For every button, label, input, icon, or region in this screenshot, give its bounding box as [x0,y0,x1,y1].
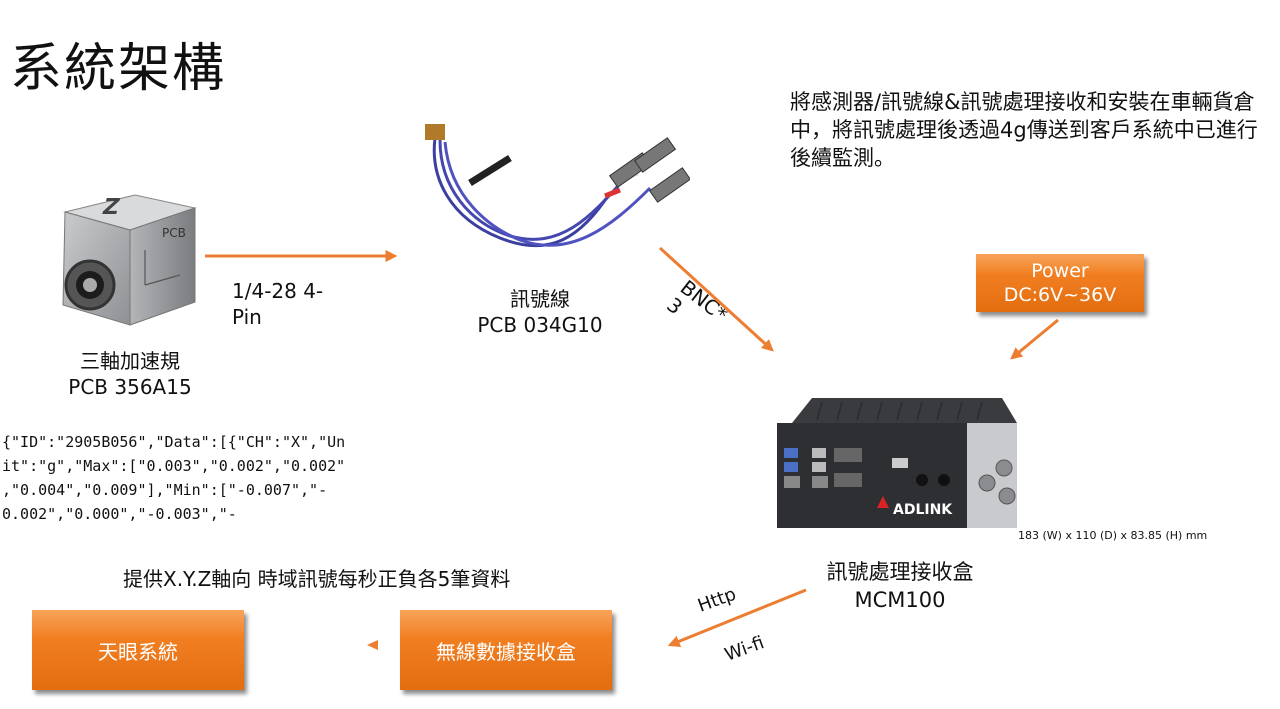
data-note: 提供X.Y.Z軸向 時域訊號每秒正負各5筆資料 [123,567,511,591]
arrow-receiver-to-system [367,640,378,650]
processor-dimensions: 183 (W) x 110 (D) x 83.85 (H) mm [1018,529,1208,542]
page-title: 系統架構 [10,39,227,99]
link-cable-box-label: BNC* 3 [662,275,733,327]
sensor-name: 三軸加速規 [80,349,180,373]
system-box: 天眼系統 [32,610,244,690]
sensor-label: 三軸加速規 PCB 356A15 [40,348,220,400]
arrow-box-to-receiver [667,588,807,647]
link-sensor-cable-label: 1/4-28 4- Pin [232,279,324,329]
cable-name: 訊號線 [510,287,570,311]
cable-image [410,118,692,278]
cable-model: PCB 034G10 [477,313,603,337]
json-sample: {"ID":"2905B056","Data":[{"CH":"X","Un i… [2,433,346,523]
sensor-model: PCB 356A15 [68,375,192,399]
power-box: Power DC:6V~36V [976,254,1144,312]
cable-label: 訊號線 PCB 034G10 [440,286,640,338]
sensor-brand: PCB [162,226,186,240]
description-text: 將感測器/訊號線&訊號處理接收和安裝在車輛貨倉中，將訊號處理後透過4g傳送到客戶… [790,90,1258,170]
sensor-image [45,190,205,330]
link-http-label: Http [695,583,739,617]
processor-brand: ADLINK [893,502,953,518]
processor-label: 訊號處理接收盒 MCM100 [790,558,1010,614]
arrow-power-to-box [1010,318,1059,360]
processor-image [772,388,1022,538]
processor-model: MCM100 [854,588,946,612]
processor-name: 訊號處理接收盒 [826,560,974,584]
link-wifi-label: Wi-fi [722,632,768,666]
receiver-box: 無線數據接收盒 [400,610,612,690]
